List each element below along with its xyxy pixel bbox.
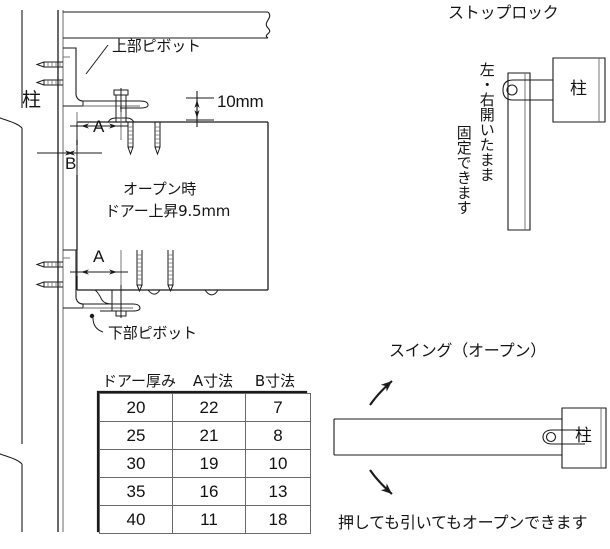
open-note-line2: ドアー上昇9.5mm: [105, 202, 231, 220]
cell-a: 16: [172, 477, 246, 506]
stoplock-drawing: [502, 57, 606, 231]
swing-arrow-down: [369, 469, 393, 495]
dim-10mm-label: 10mm: [217, 92, 264, 111]
cell-thickness: 25: [99, 421, 173, 450]
cell-b: 13: [245, 477, 311, 506]
cell-b: 18: [245, 505, 311, 534]
table-row: 35 16 13: [99, 477, 311, 506]
spec-table: 20 22 7 25 21 8 30 19 10 35 16 13: [99, 393, 311, 534]
pillar-screw-lower-1: [35, 261, 63, 268]
cell-b: 7: [245, 393, 311, 422]
cell-a: 22: [172, 393, 246, 422]
table-row: 30 19 10: [99, 449, 311, 478]
swing-arrow-up: [369, 380, 393, 406]
pillar-screw-lower-2: [35, 281, 63, 288]
table-row: 20 22 7: [99, 393, 311, 422]
cell-thickness: 30: [99, 449, 173, 478]
door-screw-lower-1: [136, 250, 143, 293]
lower-pivot-bracket: [63, 249, 219, 318]
table-header-thickness: ドアー厚み: [101, 372, 177, 390]
open-note-line1: オープン時: [123, 180, 197, 198]
cell-a: 21: [172, 421, 246, 450]
swing-drawing: [333, 380, 607, 495]
lower-pivot-leader: [89, 313, 104, 333]
dim-a-upper-label: A: [93, 117, 105, 136]
door-screw-upper-1: [127, 122, 134, 156]
dim-A-upper: [70, 112, 128, 140]
dim-B: [37, 145, 102, 175]
table-header-row: ドアー厚み A寸法 B寸法: [96, 370, 306, 391]
stoplock-vertical-text-right: 左・右開いたまま: [477, 62, 496, 182]
pillar-label: 柱: [22, 89, 41, 111]
cell-a: 19: [172, 449, 246, 478]
stoplock-pillar-label: 柱: [570, 79, 587, 99]
upper-pivot-bracket: [63, 47, 149, 128]
cell-b: 8: [245, 421, 311, 450]
table-row: 25 21 8: [99, 421, 311, 450]
dim-10mm: [186, 91, 214, 127]
stoplock-title: ストップロック: [448, 3, 559, 22]
swing-pillar-label: 柱: [575, 426, 592, 446]
stoplock-vertical-text-left: 固定できます: [454, 125, 473, 215]
dim-b-label: B: [65, 154, 77, 173]
cell-thickness: 20: [99, 393, 173, 422]
swing-title: スイング（オープン）: [389, 341, 547, 360]
cell-a: 11: [172, 505, 246, 534]
table-header-b: B寸法: [254, 372, 296, 390]
pillar-screw-upper-1: [35, 61, 63, 68]
table-row: 40 11 18: [99, 505, 311, 534]
pillar-outline: [0, 10, 64, 532]
door-top-band: [63, 11, 271, 39]
pillar-screw-upper-2: [35, 79, 63, 86]
upper-pivot-label: 上部ピボット: [112, 37, 201, 55]
swing-caption: 押しても引いてもオープンできます: [338, 513, 588, 532]
spec-table-wrap: 20 22 7 25 21 8 30 19 10 35 16 13: [99, 393, 311, 534]
cell-thickness: 35: [99, 477, 173, 506]
door-screw-upper-2: [154, 122, 161, 156]
dim-a-lower-label: A: [93, 247, 105, 266]
table-header-a: A寸法: [192, 372, 234, 390]
upper-pivot-leader: [85, 44, 109, 75]
cell-b: 10: [245, 449, 311, 478]
lower-pivot-label: 下部ピボット: [108, 324, 197, 342]
cell-thickness: 40: [99, 505, 173, 534]
door-screw-lower-2: [167, 250, 174, 293]
